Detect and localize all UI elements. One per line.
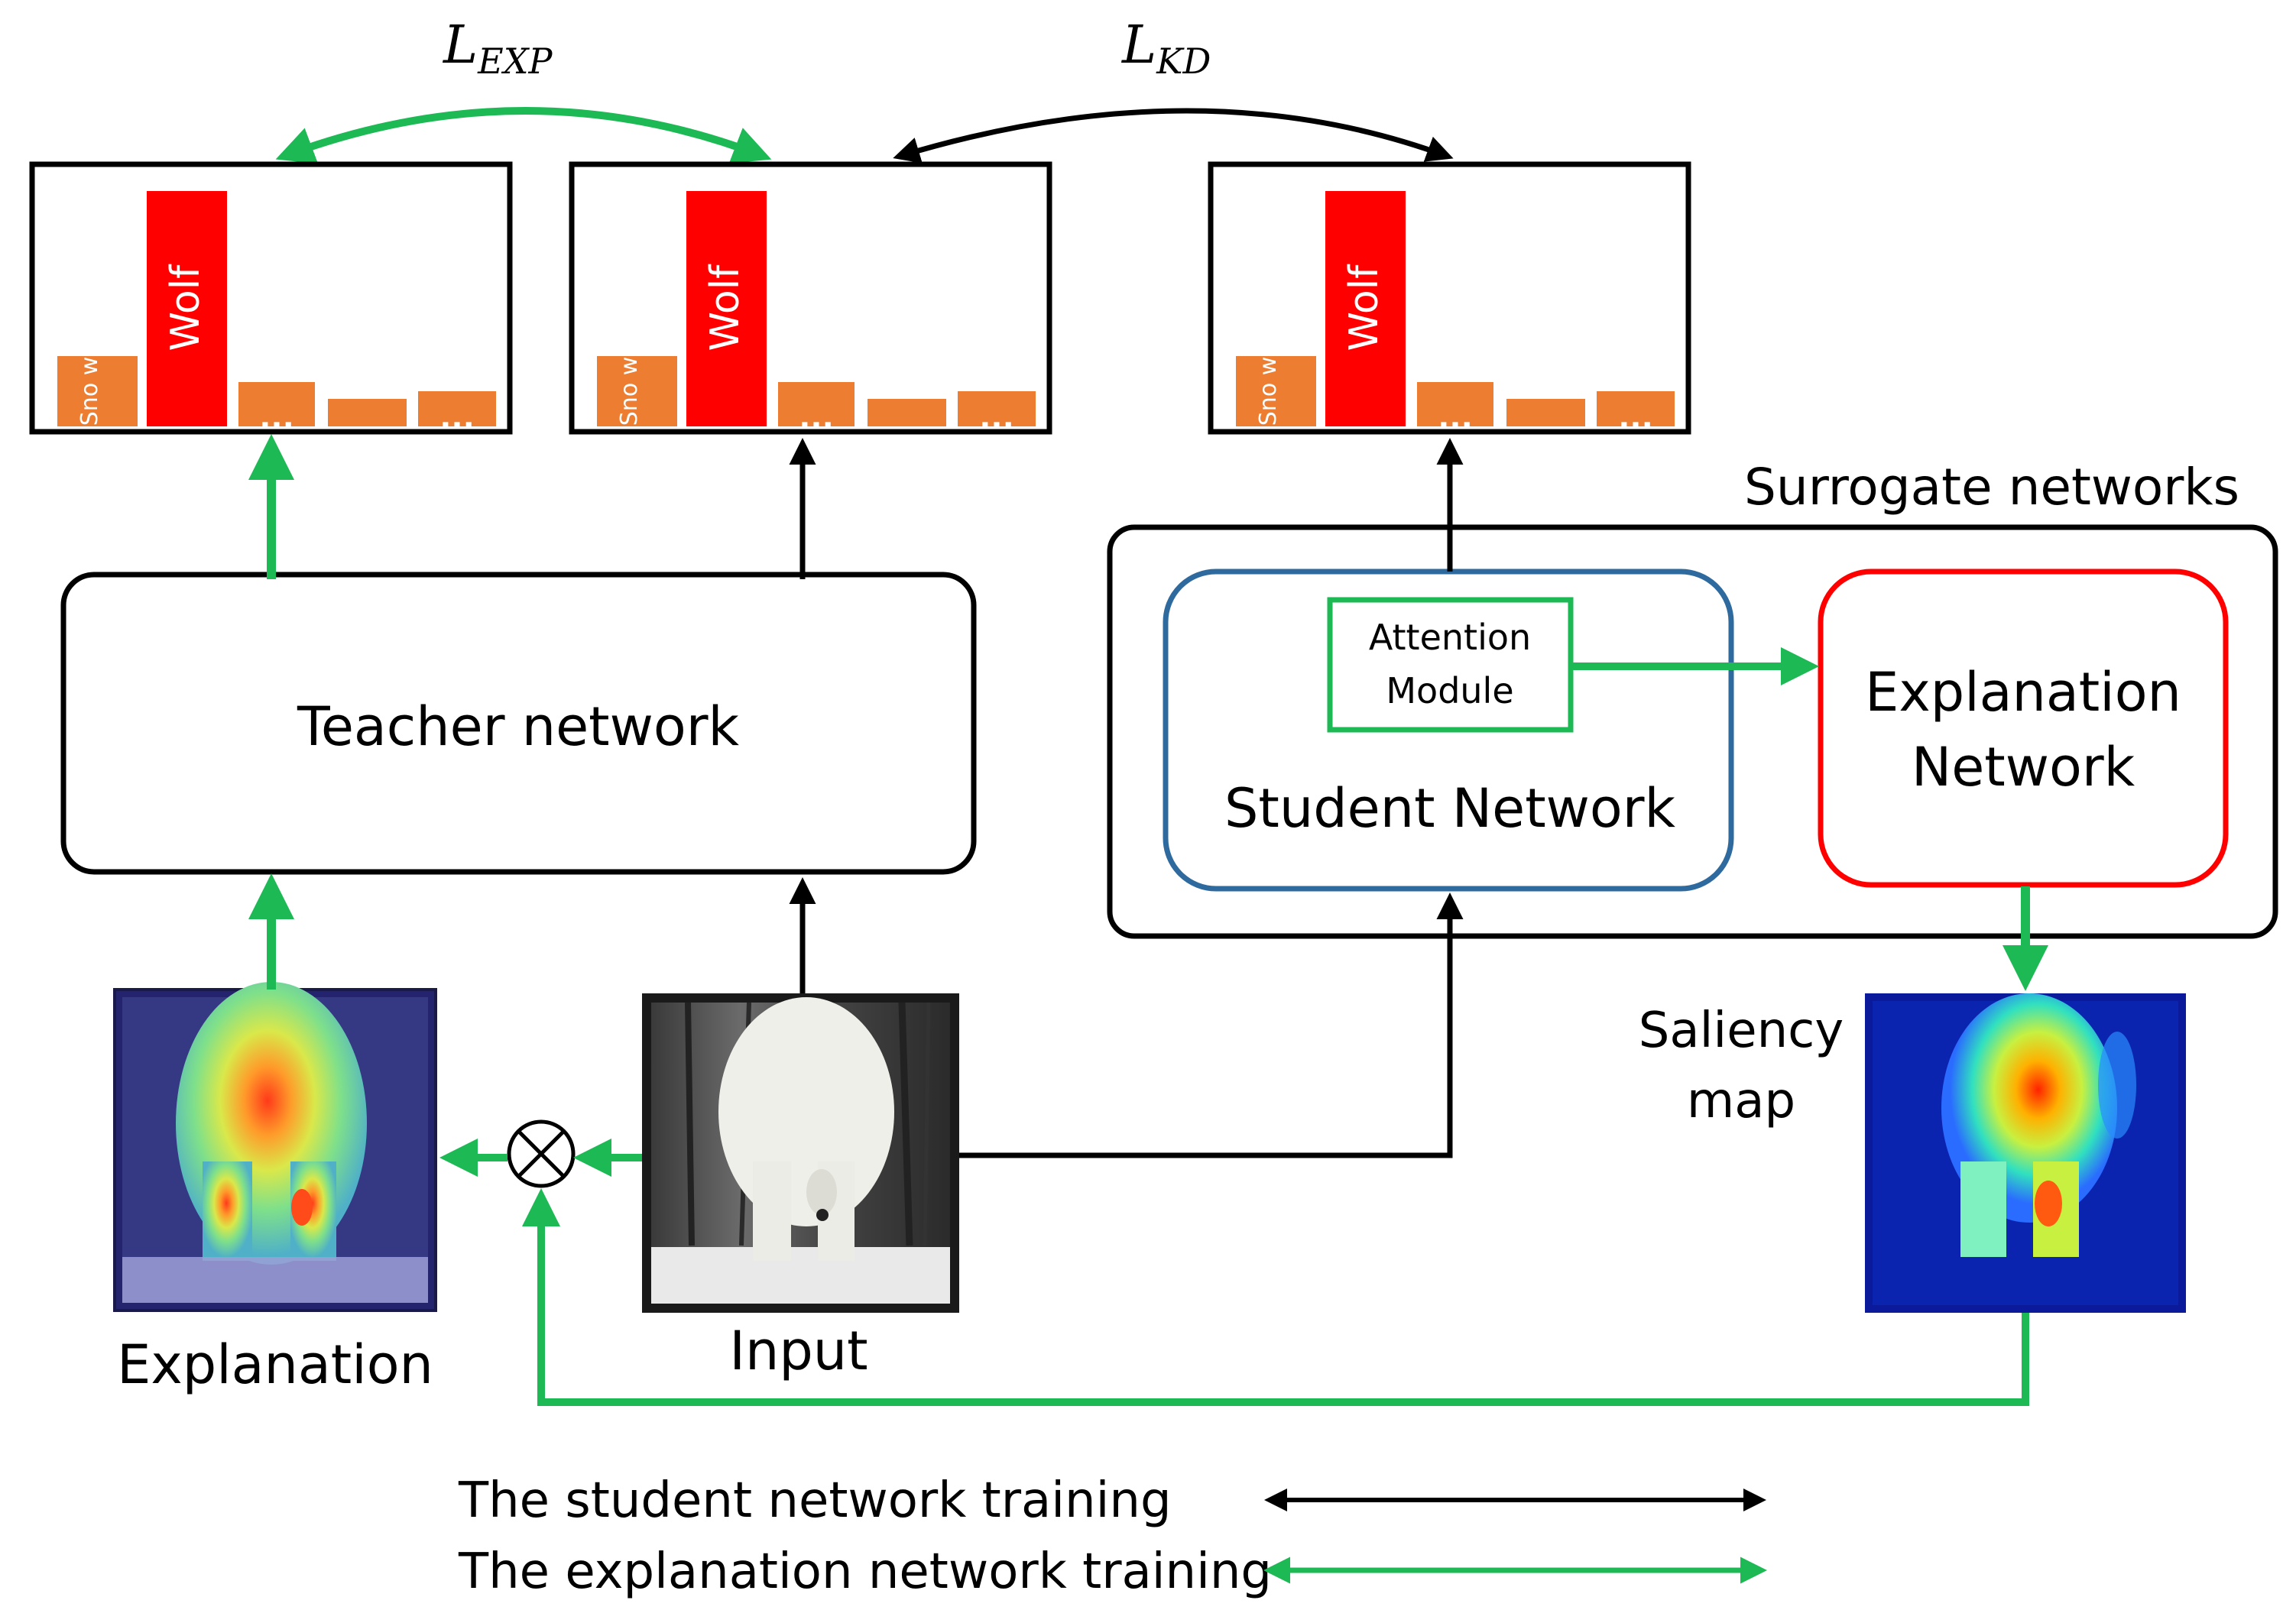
bar-wolf-label: Wolf: [1341, 264, 1387, 351]
attention-module-label-line1: Attention: [1369, 617, 1531, 658]
loss-kd-label: LKD: [1120, 15, 1211, 82]
bar-wolf-label: Wolf: [163, 264, 209, 351]
explanation-image: [113, 982, 437, 1312]
attention-module-box: [1327, 597, 1574, 733]
bar-wolf-label: Wolf: [702, 264, 748, 351]
bar-ellipsis: ...: [979, 400, 1014, 436]
legend-explanation-training-label: The explanation network training: [458, 1544, 1272, 1600]
teacher-network-label: Teacher network: [297, 695, 740, 758]
bar-other: [867, 399, 946, 426]
input-image: [642, 993, 959, 1313]
probability-panels: Sno w Wolf...... Sno w Wolf...... Sno w Wolf.…: [29, 161, 1691, 436]
explanation-network-label-line1: Explanation: [1865, 661, 2181, 724]
bar-ellipsis: ...: [439, 400, 475, 436]
bar-ellipsis: ...: [799, 400, 834, 436]
bar-snow: [597, 356, 677, 426]
bar-ellipsis: ...: [1438, 400, 1473, 436]
explanation-caption: Explanation: [117, 1333, 433, 1396]
multiply-operator-cross-b: [518, 1131, 564, 1177]
probability-panel: Sno w Wolf......: [29, 161, 513, 436]
input-to-student-arrow: [959, 892, 1464, 1158]
bar-other: [1506, 399, 1585, 426]
saliency-map-label-line2: map: [1687, 1073, 1795, 1129]
bar-snow-label: Sno w: [76, 357, 103, 426]
loss-exp-label: LEXP: [442, 15, 553, 82]
bar-other: [1597, 391, 1675, 426]
loss-kd-arrow: [893, 108, 1454, 164]
saliency-to-multiply-arrow: [522, 1188, 2029, 1406]
saliency-map-image: [1865, 993, 2186, 1313]
bar-other: [958, 391, 1036, 426]
bar-ellipsis: ...: [1618, 400, 1653, 436]
loss-exp-arrow: [275, 107, 772, 164]
probability-panel: Sno w Wolf......: [569, 161, 1052, 436]
bar-other: [418, 391, 496, 426]
bar-other: [238, 382, 315, 426]
surrogate-networks-title: Surrogate networks: [1744, 458, 2239, 517]
bar-other: [328, 399, 407, 426]
bar-wolf: [1325, 191, 1406, 426]
input-caption: Input: [729, 1320, 867, 1382]
bar-snow: [1236, 356, 1316, 426]
attention-module-label-line2: Module: [1386, 670, 1513, 711]
bar-other: [778, 382, 855, 426]
bar-snow: [57, 356, 138, 426]
student-network-label: Student Network: [1224, 777, 1676, 840]
bar-snow-label: Sno w: [616, 357, 643, 426]
saliency-map-label-line1: Saliency: [1639, 1003, 1844, 1059]
legend-student-training-label: The student network training: [458, 1472, 1172, 1529]
bar-snow-label: Sno w: [1255, 357, 1282, 426]
bar-wolf: [147, 191, 227, 426]
explanation-network-box: [1818, 569, 2229, 888]
teacher-network-box: [60, 572, 977, 875]
bar-wolf: [686, 191, 767, 426]
explanation-network-label-line2: Network: [1912, 736, 2135, 799]
bar-ellipsis: ...: [259, 400, 294, 436]
bar-other: [1417, 382, 1493, 426]
probability-panel: Sno w Wolf......: [1208, 161, 1691, 436]
